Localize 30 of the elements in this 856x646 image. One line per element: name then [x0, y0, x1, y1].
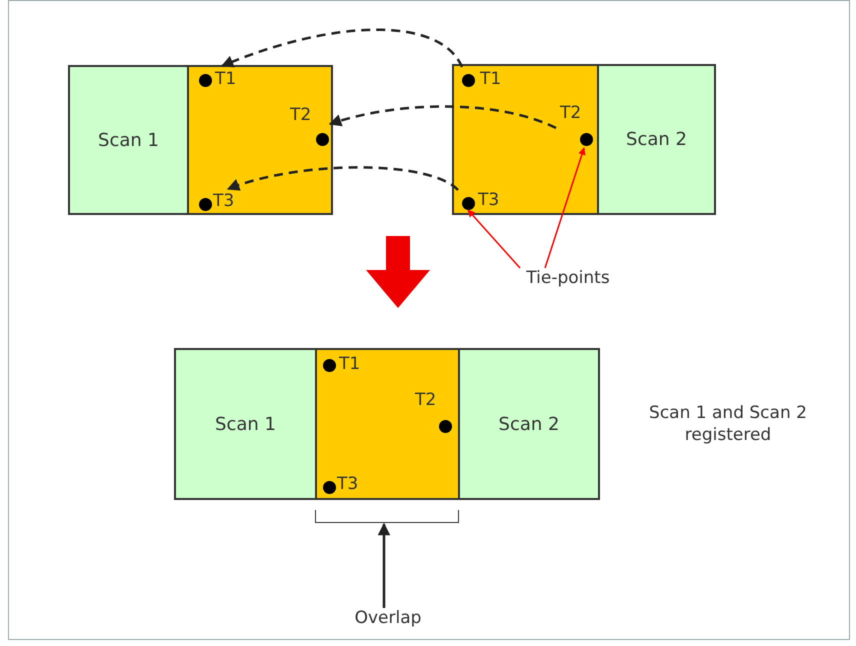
tie-point-label: T3 — [337, 474, 358, 494]
tie-point-label: T2 — [290, 105, 312, 125]
tie-point-label: T1 — [480, 69, 502, 89]
callout-text: Overlap — [336, 608, 440, 634]
overlap-region — [452, 64, 599, 215]
overlap-region — [315, 348, 460, 500]
callout-text: Tie-points — [496, 268, 640, 294]
scan-box — [68, 65, 189, 215]
scan-label: Scan 1 — [98, 130, 159, 150]
tie-point-label: T1 — [215, 69, 236, 89]
leader-line — [544, 147, 586, 268]
tie-point-label: T3 — [213, 191, 234, 211]
arrow — [220, 28, 464, 68]
leader-line — [467, 209, 521, 268]
scan-label: Scan 2 — [626, 129, 687, 150]
overlap-bracket — [315, 510, 459, 523]
tie-point-label: T1 — [339, 354, 360, 374]
tie-point-label: T3 — [478, 190, 500, 210]
scan-label: Scan 2 — [498, 414, 560, 434]
scan-box — [597, 64, 716, 215]
scan-label: Scan 1 — [215, 414, 276, 434]
scan-box — [174, 348, 317, 500]
arrow — [328, 105, 556, 130]
arrow — [226, 166, 459, 192]
arrow — [378, 522, 390, 608]
scan-box — [458, 348, 600, 500]
tie-point-label: T2 — [415, 390, 436, 410]
note-text: Scan 1 and Scan 2 registered — [648, 402, 808, 446]
overlap-region — [187, 65, 333, 215]
tie-point-label: T2 — [560, 103, 582, 123]
